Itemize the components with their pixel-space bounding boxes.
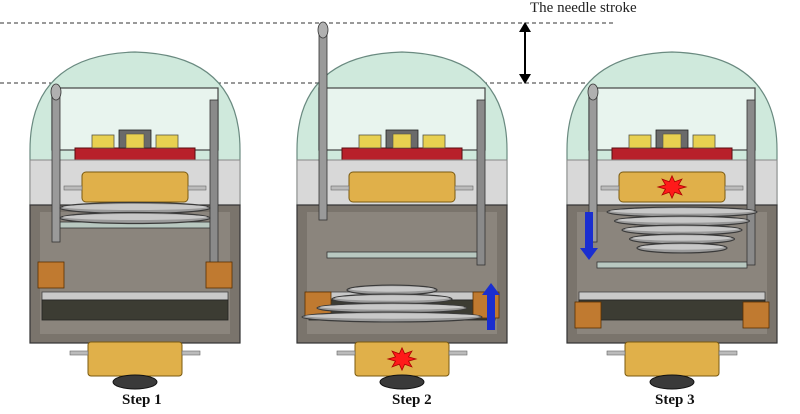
spring-coil-highlight [335, 295, 449, 301]
moving-plate [326, 251, 478, 259]
bottom-pin-right [718, 350, 738, 356]
bottom-puck [624, 341, 720, 377]
bottom-pin-left [606, 350, 626, 356]
chip-center-inner [392, 133, 412, 149]
lower-plate [578, 291, 766, 301]
needle-stroke-label: The needle stroke [530, 0, 637, 16]
bracket-right [472, 291, 500, 319]
motion-arrow-head [580, 248, 598, 260]
bottom-pin-left [69, 350, 89, 356]
spring-coil-highlight [617, 217, 747, 223]
pin-left [600, 185, 620, 191]
explosion-flash-icon [656, 174, 688, 200]
needle-tip-icon [317, 21, 329, 39]
motion-arrow-shaft [585, 212, 593, 250]
pin-right [187, 185, 207, 191]
base-knob [649, 374, 695, 390]
spring-coil-highlight [305, 313, 479, 319]
bottom-pin-left [336, 350, 356, 356]
spring-coil-highlight [632, 235, 732, 241]
bottom-puck [87, 341, 183, 377]
bracket-left [37, 261, 65, 289]
top-puck [81, 171, 189, 203]
bottom-pin-right [448, 350, 468, 356]
chip-left [628, 134, 652, 149]
spring-coil-highlight [63, 214, 207, 220]
bracket-right [205, 261, 233, 289]
chip-left [91, 134, 115, 149]
base-knob [112, 374, 158, 390]
needle-tip-icon [587, 83, 599, 101]
lower-plate [41, 291, 229, 301]
chip-left [358, 134, 382, 149]
spring-coil-highlight [625, 226, 739, 232]
pin-right [454, 185, 474, 191]
stroke-arrow [519, 22, 531, 84]
circuit-board [74, 147, 196, 161]
pin-left [330, 185, 350, 191]
step-1-label: Step 1 [122, 392, 162, 408]
circuit-board [341, 147, 463, 161]
chip-center-inner [125, 133, 145, 149]
spring-coil-highlight [320, 304, 464, 310]
explosion-flash-icon [386, 346, 418, 372]
top-puck [348, 171, 456, 203]
chip-right [692, 134, 716, 149]
pin-left [63, 185, 83, 191]
guide-rod [746, 99, 756, 266]
device-unit-2 [296, 21, 508, 390]
moving-plate [596, 261, 748, 269]
needle-rod [51, 91, 61, 243]
spring-coil-highlight [610, 208, 754, 214]
guide-rod [209, 99, 219, 266]
circuit-board [611, 147, 733, 161]
pin-right [724, 185, 744, 191]
motion-arrow-head [482, 283, 500, 295]
base-knob [379, 374, 425, 390]
step-3-label: Step 3 [655, 392, 695, 408]
motion-arrow-shaft [487, 293, 495, 330]
spring-coil-highlight [63, 204, 207, 210]
bottom-pin-right [181, 350, 201, 356]
spring-coil-highlight [640, 244, 724, 250]
step-2-label: Step 2 [392, 392, 432, 408]
base-block [578, 299, 766, 321]
chip-right [155, 134, 179, 149]
needle-tip-icon [50, 83, 62, 101]
bracket-left [574, 301, 602, 329]
spring-coil-highlight [350, 286, 434, 292]
chip-right [422, 134, 446, 149]
device-unit-3 [566, 51, 778, 390]
needle-rod [318, 29, 328, 221]
guide-rod [476, 99, 486, 266]
base-block [41, 299, 229, 321]
chip-center-inner [662, 133, 682, 149]
bracket-right [742, 301, 770, 329]
device-unit-1 [29, 51, 241, 390]
